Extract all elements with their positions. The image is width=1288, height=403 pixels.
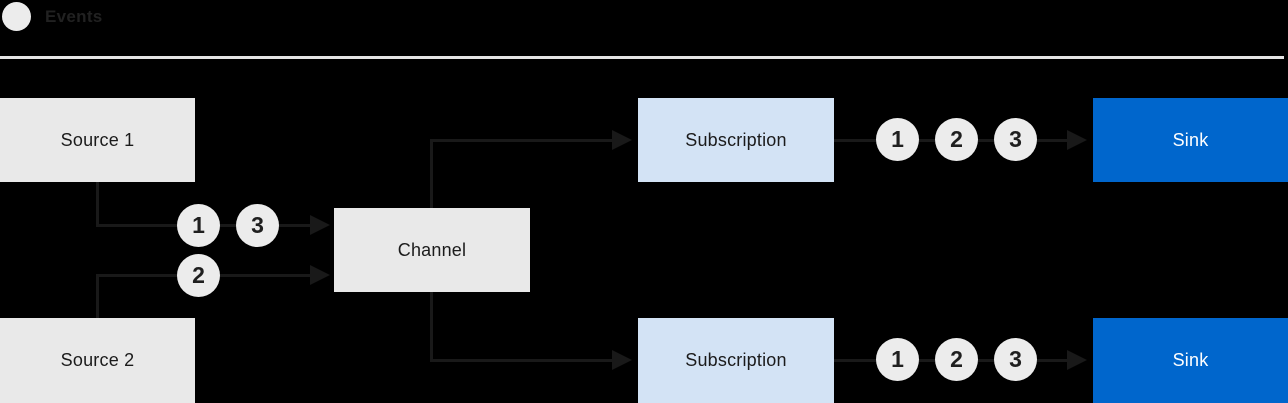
node-sink-bottom: Sink — [1093, 318, 1288, 403]
event-marker: 2 — [935, 118, 978, 161]
node-subscription-bottom: Subscription — [638, 318, 834, 403]
arrowhead — [310, 215, 330, 235]
arrowhead — [612, 350, 632, 370]
node-source-2: Source 2 — [0, 318, 195, 403]
node-sink-top: Sink — [1093, 98, 1288, 182]
connector-source2-up — [96, 275, 99, 319]
connector-channel-to-subscription-top — [430, 139, 613, 142]
header-divider — [0, 56, 1284, 59]
connector-channel-to-subscription-bottom — [430, 359, 613, 362]
arrowhead — [1067, 130, 1087, 150]
arrowhead — [612, 130, 632, 150]
arrowhead — [310, 265, 330, 285]
event-marker: 3 — [994, 118, 1037, 161]
legend-label: Events — [45, 7, 103, 26]
node-source-1: Source 1 — [0, 98, 195, 182]
event-marker: 2 — [177, 254, 220, 297]
connector-channel-up — [430, 140, 433, 208]
node-channel: Channel — [334, 208, 530, 292]
event-marker: 3 — [236, 204, 279, 247]
connector-channel-down — [430, 292, 433, 360]
event-marker: 2 — [935, 338, 978, 381]
arrowhead — [1067, 350, 1087, 370]
event-marker: 3 — [994, 338, 1037, 381]
event-marker: 1 — [177, 204, 220, 247]
connector-source1-down — [96, 182, 99, 226]
event-circle-icon — [2, 2, 31, 31]
node-subscription-top: Subscription — [638, 98, 834, 182]
event-marker: 1 — [876, 338, 919, 381]
event-marker: 1 — [876, 118, 919, 161]
